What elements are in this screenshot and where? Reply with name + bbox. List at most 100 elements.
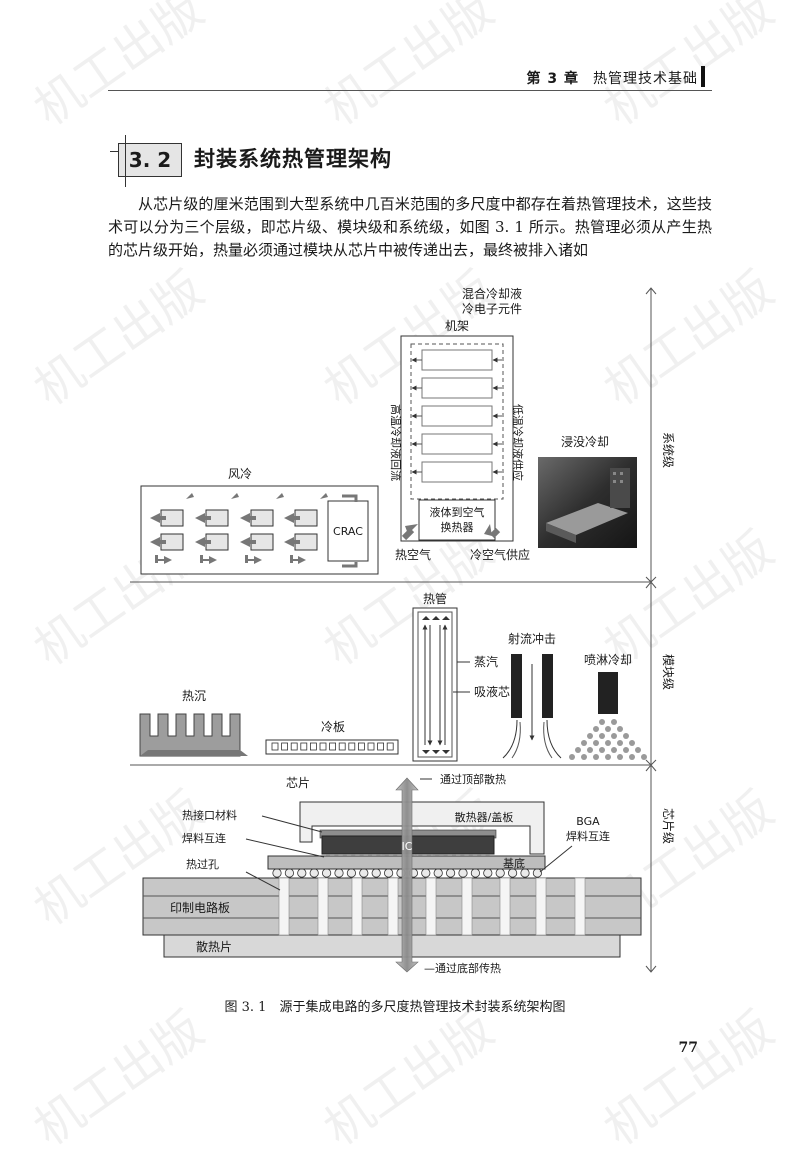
cold-plate-channel — [357, 742, 365, 751]
thermal-via — [535, 877, 547, 936]
spray-droplet — [599, 747, 605, 753]
heat-sink-label: 热沉 — [182, 689, 206, 703]
section-title: 封装系统热管理架构 — [194, 147, 392, 171]
spray-label: 喷淋冷却 — [584, 653, 632, 667]
bga-line2: 焊料互连 — [566, 829, 610, 843]
cold-supply-label: 低温冷却液供应 — [511, 404, 525, 481]
tim-label: 热接口材料 — [182, 808, 237, 822]
bga-ball — [284, 868, 294, 878]
solder-label: 焊料互连 — [182, 831, 226, 845]
cold-plate-channel — [377, 742, 385, 751]
spray-droplet — [587, 733, 593, 739]
pcb-label: 印制电路板 — [170, 900, 230, 915]
spray-droplet — [623, 747, 629, 753]
jet-label: 射流冲击 — [508, 631, 556, 646]
spray-droplet — [581, 754, 587, 760]
air-cooling-label: 风冷 — [228, 467, 252, 481]
micro-bump — [477, 854, 482, 856]
spray-droplet — [593, 754, 599, 760]
spray-cooling: 喷淋冷却 — [569, 653, 647, 760]
micro-bump — [376, 854, 381, 856]
spreader-label: 散热器/盖板 — [455, 810, 514, 824]
hot-return-label: 高温冷却液回流 — [389, 404, 403, 481]
bga-ball — [359, 868, 369, 878]
spray-droplet — [605, 726, 611, 732]
spray-droplet — [641, 754, 647, 760]
thermal-via — [387, 877, 399, 936]
cold-plate-channel — [271, 742, 279, 751]
cold-plate-label: 冷板 — [321, 720, 345, 734]
substrate-label: 基底 — [503, 856, 525, 870]
micro-bump — [460, 854, 465, 856]
hybrid-line1: 混合冷却液 — [462, 286, 522, 301]
spray-droplet — [617, 726, 623, 732]
header-bar — [701, 66, 705, 87]
air-cooling-panel: 风冷 CRAC — [140, 467, 379, 575]
micro-bump — [443, 854, 448, 856]
micro-bump — [368, 854, 372, 856]
hot-air-label: 热空气 — [395, 547, 431, 562]
cold-plate-channel — [348, 742, 356, 751]
bga-ball — [421, 868, 431, 878]
chapter-title: 热管理技术基础 — [593, 71, 698, 87]
micro-bump — [468, 854, 473, 856]
micro-bump — [342, 854, 347, 856]
ic-label: IC — [402, 840, 413, 853]
bga-ball — [495, 868, 505, 878]
spray-droplet — [605, 740, 611, 746]
spray-droplet — [611, 747, 617, 753]
micro-bump — [452, 854, 456, 856]
thermal-via — [461, 877, 473, 936]
bga-ball — [445, 868, 456, 878]
bga-ball — [371, 868, 381, 878]
hybrid-line2: 冷电子元件 — [462, 302, 522, 316]
section-number: 3. 2 — [118, 143, 182, 177]
hx-line1: 液体到空气 — [430, 505, 485, 519]
bga-ball — [297, 868, 307, 878]
level-label-chip: 芯片级 — [661, 808, 675, 844]
bga-ball — [470, 868, 480, 878]
spray-droplet — [599, 733, 605, 739]
spray-droplet — [611, 719, 617, 725]
bga-ball — [272, 868, 282, 878]
spray-droplet — [599, 719, 605, 725]
cold-air-label: 冷空气供应 — [470, 547, 530, 562]
bga-ball — [321, 868, 332, 878]
spray-droplet — [629, 740, 635, 746]
immersion-label: 浸没冷却 — [561, 434, 609, 449]
rack-label: 机架 — [445, 319, 469, 333]
bga-ball — [433, 868, 443, 878]
micro-bump — [326, 854, 330, 856]
micro-bump — [418, 854, 423, 856]
heat-sink: 热沉 — [139, 689, 248, 757]
cold-plate-channel — [300, 742, 308, 751]
thermal-via — [351, 877, 363, 936]
hx-line2: 换热器 — [441, 520, 474, 534]
paragraph-text: 从芯片级的厘米范围到大型系统中几百米范围的多尺度中都存在着热管理技术，这些技术可… — [108, 195, 712, 259]
micro-bump — [384, 854, 389, 856]
thermal-via — [278, 877, 290, 936]
micro-bump — [359, 854, 364, 856]
cold-plate-channel — [290, 742, 298, 751]
cold-plate-channel — [319, 742, 327, 751]
micro-bump — [351, 854, 356, 856]
spray-droplet — [635, 747, 641, 753]
micro-bump — [393, 854, 398, 856]
micro-bump — [334, 854, 339, 856]
bga-ball — [346, 868, 356, 878]
fin-label: 散热片 — [196, 939, 232, 954]
immersion-panel: 浸没冷却 — [538, 434, 637, 548]
bga-ball — [507, 868, 518, 878]
level-label-system: 系统级 — [661, 432, 675, 468]
rack-panel: 混合冷却液 冷电子元件 机架 高温冷却液回流 低温冷却液供应 液体到空气 换热器 — [389, 286, 530, 562]
spray-droplet — [587, 747, 593, 753]
cold-plate: 冷板 — [265, 720, 399, 755]
thermal-via — [425, 877, 437, 936]
bga-ball — [309, 868, 319, 878]
spray-droplet — [617, 740, 623, 746]
spray-droplet — [605, 754, 611, 760]
cold-plate-channel — [329, 742, 337, 751]
cold-plate-channel — [281, 742, 289, 751]
bga-ball — [458, 868, 468, 878]
body-paragraph: 从芯片级的厘米范围到大型系统中几百米范围的多尺度中都存在着热管理技术，这些技术可… — [108, 193, 712, 262]
